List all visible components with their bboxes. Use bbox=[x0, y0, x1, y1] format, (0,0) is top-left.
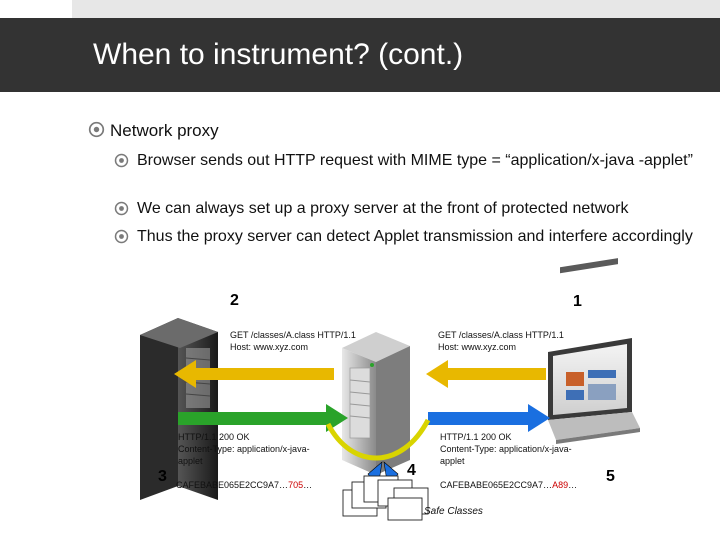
payload-prefix: CAFEBABE065E2CC9A7… bbox=[440, 480, 553, 490]
slide-title: When to instrument? (cont.) bbox=[93, 38, 464, 71]
proxy-server-icon bbox=[342, 332, 410, 475]
bullet-text: Thus the proxy server can detect Applet … bbox=[137, 228, 693, 245]
payload-prefix: CAFEBABE065E2CC9A7… bbox=[176, 480, 289, 490]
response-content-type: Content-Type: application/x-java- bbox=[440, 444, 572, 454]
response-left-label: HTTP/1.1 200 OK Content-Type: applicatio… bbox=[178, 431, 310, 467]
payload-left: CAFEBABE065E2CC9A7…705… bbox=[176, 479, 312, 491]
payload-highlight: 705 bbox=[288, 480, 304, 490]
response-content-type-cont: applet bbox=[440, 456, 465, 466]
step-number-2: 2 bbox=[230, 292, 239, 309]
target-bullet-icon bbox=[114, 229, 129, 244]
request-host: Host: www.xyz.com bbox=[230, 342, 309, 352]
step-number-5: 5 bbox=[606, 468, 615, 485]
response-status: HTTP/1.1 200 OK bbox=[440, 432, 512, 442]
response-status: HTTP/1.1 200 OK bbox=[178, 432, 250, 442]
bullet-text: Network proxy bbox=[110, 121, 219, 140]
payload-highlight: A89 bbox=[552, 480, 569, 490]
target-bullet-icon bbox=[88, 121, 105, 138]
bullet-text: We can always set up a proxy server at t… bbox=[137, 200, 629, 217]
laptop-icon bbox=[548, 258, 640, 444]
request-arrow-left bbox=[174, 360, 334, 388]
server-icon bbox=[140, 318, 218, 500]
response-right-label: HTTP/1.1 200 OK Content-Type: applicatio… bbox=[440, 431, 572, 467]
bullet-text: Browser sends out HTTP request with MIME… bbox=[137, 152, 693, 169]
response-content-type-cont: applet bbox=[178, 456, 203, 466]
target-bullet-icon bbox=[114, 153, 129, 168]
request-right-label: GET /classes/A.class HTTP/1.1 Host: www.… bbox=[438, 329, 564, 353]
safe-classes-label: Safe Classes bbox=[424, 506, 483, 517]
title-bar bbox=[0, 18, 720, 92]
response-arrow-right bbox=[428, 404, 550, 432]
request-host: Host: www.xyz.com bbox=[438, 342, 517, 352]
response-arrow-left bbox=[178, 404, 348, 432]
payload-suffix: … bbox=[303, 480, 313, 490]
payload-suffix: … bbox=[568, 480, 578, 490]
step-number-4: 4 bbox=[407, 462, 416, 479]
payload-right: CAFEBABE065E2CC9A7…A89… bbox=[440, 479, 577, 491]
request-line: GET /classes/A.class HTTP/1.1 bbox=[230, 330, 356, 340]
step-number-1: 1 bbox=[573, 293, 582, 310]
transform-arc bbox=[325, 418, 431, 461]
request-arrow-right bbox=[426, 360, 546, 388]
request-left-label: GET /classes/A.class HTTP/1.1 Host: www.… bbox=[230, 329, 356, 353]
target-bullet-icon bbox=[114, 201, 129, 216]
response-content-type: Content-Type: application/x-java- bbox=[178, 444, 310, 454]
top-band bbox=[72, 0, 720, 18]
document-stack-icon bbox=[342, 475, 429, 521]
request-line: GET /classes/A.class HTTP/1.1 bbox=[438, 330, 564, 340]
step-number-3: 3 bbox=[158, 468, 167, 485]
